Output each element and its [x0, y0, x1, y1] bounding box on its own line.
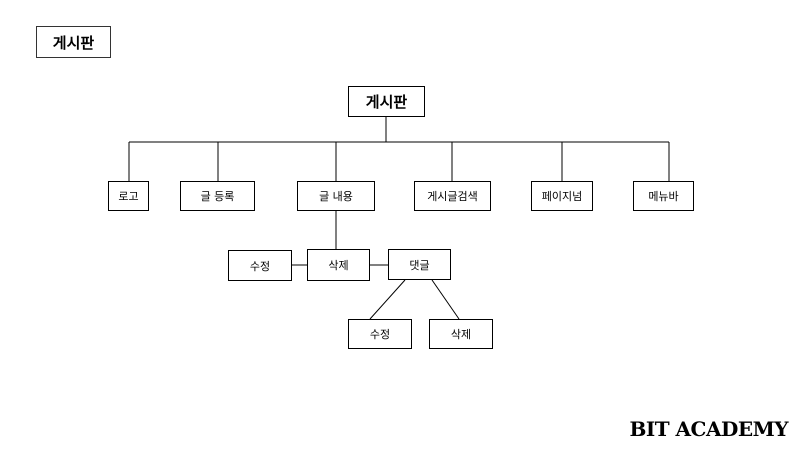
node-comment: 댓글 [388, 249, 451, 280]
connector-comment-to-delete [431, 279, 460, 320]
connector-comment-to-edit [369, 279, 406, 320]
node-post-register: 글 등록 [180, 181, 255, 211]
node-post-search: 게시글검색 [414, 181, 491, 211]
node-content-edit: 수정 [228, 250, 292, 281]
node-paging: 페이지넘 [531, 181, 593, 211]
node-post-content: 글 내용 [297, 181, 375, 211]
node-root-board: 게시판 [348, 86, 425, 117]
node-menubar: 메뉴바 [633, 181, 694, 211]
node-logo: 로고 [108, 181, 149, 211]
node-comment-edit: 수정 [348, 319, 412, 349]
node-content-delete: 삭제 [307, 249, 370, 281]
node-comment-delete: 삭제 [429, 319, 493, 349]
page-title: 게시판 [36, 26, 111, 58]
brand-logo-text: BIT ACADEMY [629, 417, 788, 441]
